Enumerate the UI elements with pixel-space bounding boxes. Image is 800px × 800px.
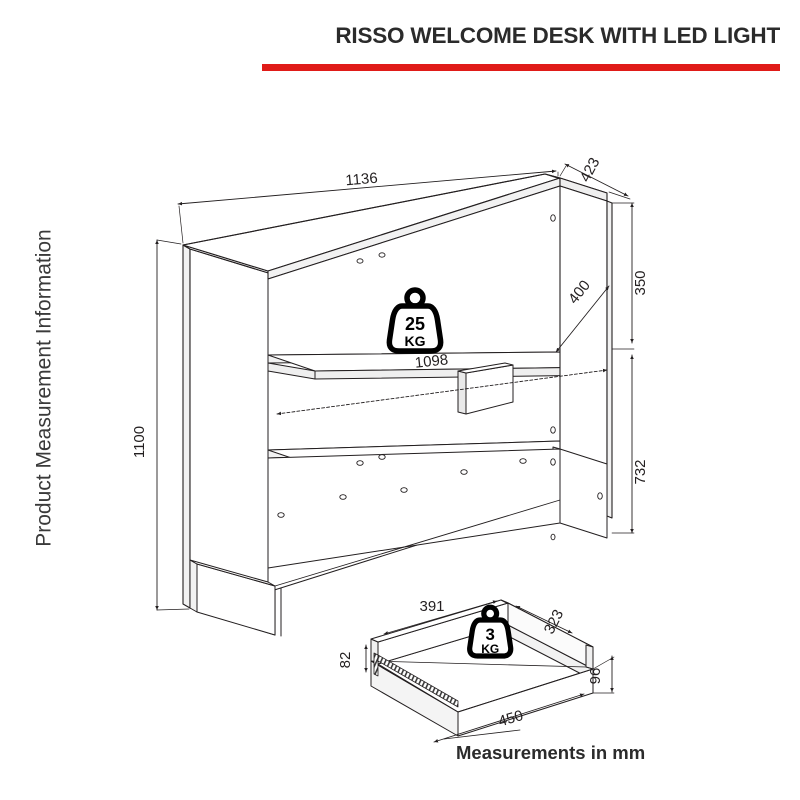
label-drawer-inner-width: 391	[419, 598, 444, 615]
dimension-overall-depth	[559, 163, 631, 200]
dimension-shelf-depth	[555, 285, 610, 353]
weight-badge-main: 25 KG	[386, 287, 444, 354]
weight-badge-value: 3	[486, 625, 495, 644]
title-underline-accent	[262, 64, 780, 71]
weight-icon	[386, 287, 444, 354]
caption-leader-line	[443, 729, 521, 740]
weight-badge-unit: KG	[405, 333, 426, 349]
weight-badge-drawer: 3 KG	[467, 604, 514, 659]
dimension-overall-height	[155, 239, 190, 611]
dowel-holes	[277, 214, 603, 541]
label-overall-height: 1100	[131, 426, 148, 458]
label-upper-section-height: 350	[632, 270, 649, 295]
label-lower-section-height: 732	[632, 459, 649, 484]
dimension-drawer-front-height	[592, 655, 615, 694]
units-caption: Measurements in mm	[456, 742, 646, 763]
label-overall-width: 1136	[345, 170, 379, 190]
weight-icon	[467, 604, 514, 659]
dimension-section-heights	[611, 202, 635, 534]
label-drawer-front-width: 450	[496, 707, 525, 730]
left-side-panel	[182, 244, 276, 636]
dimension-drawer-front-width	[433, 693, 585, 743]
title-block: RISSO WELCOME DESK WITH LED LIGHT	[0, 0, 800, 80]
dimension-shelf-width	[276, 368, 608, 416]
lower-front-panel	[267, 448, 561, 569]
label-drawer-front-height: 96	[587, 668, 604, 685]
label-shelf-width: 1098	[414, 351, 449, 371]
dimension-overall-width	[177, 169, 559, 244]
dimension-drawer-depth	[515, 605, 573, 634]
page-title: RISSO WELCOME DESK WITH LED LIGHT	[335, 23, 780, 48]
dimension-drawer-inner-width	[383, 600, 498, 635]
label-drawer-inner-height: 82	[337, 652, 354, 669]
weight-badge-value: 25	[405, 314, 425, 334]
weight-badge-unit: KG	[481, 642, 499, 656]
plinth	[189, 499, 561, 637]
label-overall-depth: 423	[577, 155, 604, 185]
